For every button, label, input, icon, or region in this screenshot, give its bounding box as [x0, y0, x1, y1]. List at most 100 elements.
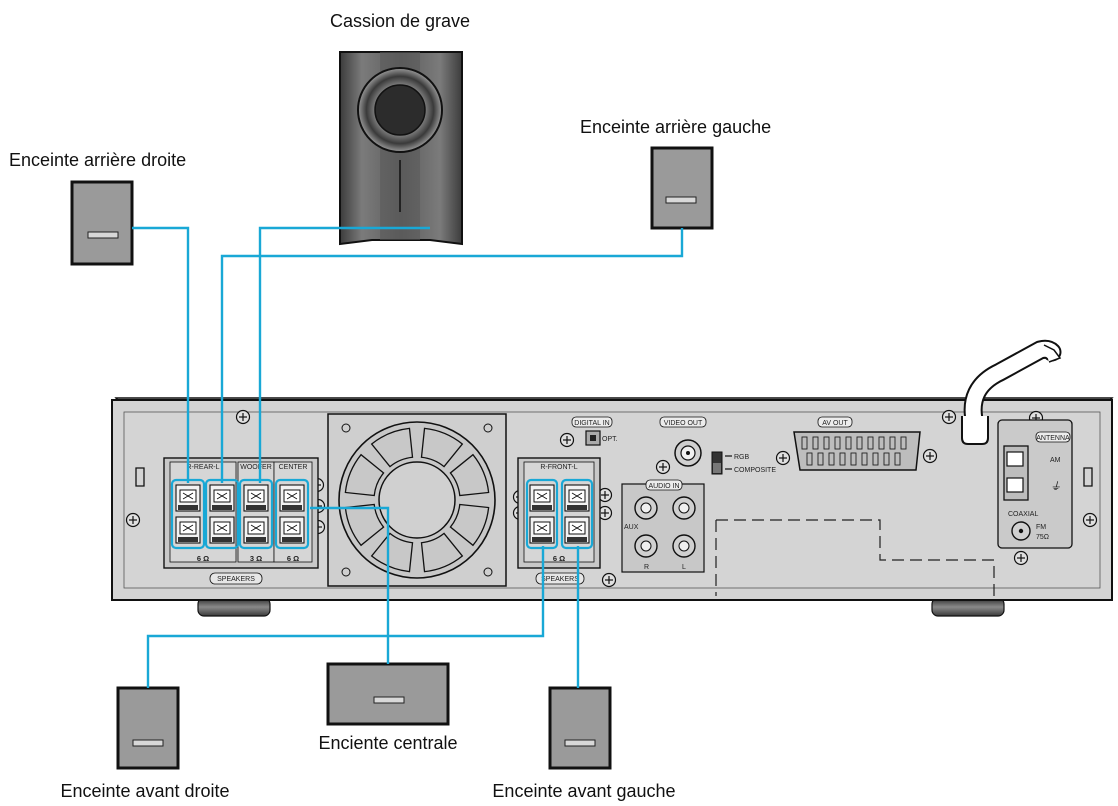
terminal-clip: [175, 516, 201, 544]
center-label: Enciente centrale: [318, 733, 457, 753]
fan-blade: [449, 453, 490, 497]
speaker-terminal-block-right: R-FRONT-L 6 Ω SPEAKERS: [517, 457, 601, 585]
terminal-clip: [175, 484, 201, 512]
speakers-label-left: SPEAKERS: [217, 576, 255, 583]
terminal-clip: [529, 484, 555, 512]
fan-blade: [370, 532, 414, 573]
rear-group-label: R-REAR-L: [186, 464, 219, 471]
front-left-speaker: [548, 686, 612, 770]
av-out-scart: AV OUT: [793, 416, 921, 471]
scart-pin: [812, 436, 819, 450]
aux-label: AUX: [624, 524, 639, 531]
antenna-terminals: ANTENNA AM ⏚ COAXIAL FM 75Ω: [997, 419, 1073, 549]
screw-icon: [775, 450, 791, 466]
front-left-label: Enceinte avant gauche: [492, 781, 675, 801]
ground-icon: ⏚: [1050, 480, 1061, 493]
highlight-front-l: [560, 478, 594, 550]
highlight-rear-r: [170, 478, 206, 550]
terminal-clip: [243, 516, 269, 544]
scart-pin: [834, 436, 841, 450]
terminal-clip: [279, 516, 305, 544]
fm-ohm-label: 75Ω: [1036, 534, 1049, 541]
audio-in-jacks: AUDIO IN AUX R L: [621, 479, 705, 573]
highlight-center: [274, 478, 310, 550]
fm-label: FM: [1036, 524, 1046, 531]
rear-left-speaker: [650, 146, 714, 230]
r-label: R: [644, 564, 649, 571]
woofer-impedance: 3 Ω: [250, 554, 262, 563]
scart-pin: [817, 452, 824, 466]
scart-pin: [828, 452, 835, 466]
scart-pin: [867, 436, 874, 450]
screw-icon: [941, 409, 957, 425]
center-impedance: 6 Ω: [287, 554, 299, 563]
terminal-clip: [209, 516, 235, 544]
scart-pin: [801, 436, 808, 450]
scart-pin: [894, 452, 901, 466]
av-out-label: AV OUT: [822, 420, 848, 427]
wire-subwoofer: [258, 226, 430, 483]
wire-rear-right: [132, 226, 190, 483]
screw-icon: [1013, 550, 1029, 566]
rear-right-speaker: [70, 180, 134, 266]
fan-blade: [370, 427, 414, 468]
fan-blade: [449, 503, 490, 547]
screw-icon: [559, 432, 575, 448]
rgb-composite-switch: RGB COMPOSITE: [711, 451, 776, 475]
antenna-label: ANTENNA: [1036, 435, 1070, 442]
center-terminal-label: CENTER: [279, 464, 308, 471]
scart-pin: [806, 452, 813, 466]
woofer-terminal-label: WOOFER: [240, 464, 272, 471]
fan-blade: [344, 453, 385, 497]
screw-icon: [655, 459, 671, 475]
front-impedance: 6 Ω: [553, 554, 565, 563]
rear-right-label: Enceinte arrière droite: [9, 150, 186, 170]
cooling-fan: [327, 413, 507, 587]
wiring: [132, 226, 684, 688]
screw-icon: [1082, 512, 1098, 528]
screw-icon: [601, 572, 617, 588]
scart-pin: [883, 452, 890, 466]
audio-in-label: AUDIO IN: [648, 483, 679, 490]
terminal-clip: [209, 484, 235, 512]
scart-pin: [872, 452, 879, 466]
screw-icon: [597, 487, 613, 503]
digital-in-optical: DIGITAL IN OPT.: [571, 416, 618, 446]
scart-pin: [823, 436, 830, 450]
opt-label: OPT.: [602, 436, 618, 443]
scart-pin: [856, 436, 863, 450]
scart-pin: [900, 436, 907, 450]
l-label: L: [682, 564, 686, 571]
wire-rear-left: [220, 228, 684, 483]
fan-blade: [420, 427, 464, 468]
screw-icon: [922, 448, 938, 464]
video-out-jack: VIDEO OUT: [659, 416, 707, 467]
terminal-clip: [564, 484, 590, 512]
power-cord: [961, 339, 1062, 445]
screw-icon: [235, 409, 251, 425]
coaxial-label: COAXIAL: [1008, 511, 1038, 518]
highlight-front-r: [525, 478, 559, 550]
rgb-label: RGB: [734, 454, 750, 461]
terminal-clip: [529, 516, 555, 544]
subwoofer-label: Cassion de grave: [330, 11, 470, 31]
highlight-rear-l: [204, 478, 240, 550]
highlight-woofer: [238, 478, 274, 550]
front-group-label: R-FRONT-L: [540, 464, 577, 471]
fan-blade: [420, 532, 464, 573]
scart-pin: [839, 452, 846, 466]
scart-pin: [878, 436, 885, 450]
center-speaker: [326, 662, 450, 726]
wire-front-right: [146, 546, 545, 688]
wire-center: [310, 506, 390, 664]
subwoofer: [339, 51, 463, 246]
rear-left-label: Enceinte arrière gauche: [580, 117, 771, 137]
front-right-label: Enceinte avant droite: [60, 781, 229, 801]
terminal-clip: [243, 484, 269, 512]
digital-in-label: DIGITAL IN: [574, 420, 609, 427]
rear-impedance: 6 Ω: [197, 554, 209, 563]
composite-label: COMPOSITE: [734, 467, 776, 474]
scart-pin: [850, 452, 857, 466]
terminal-clip: [279, 484, 305, 512]
